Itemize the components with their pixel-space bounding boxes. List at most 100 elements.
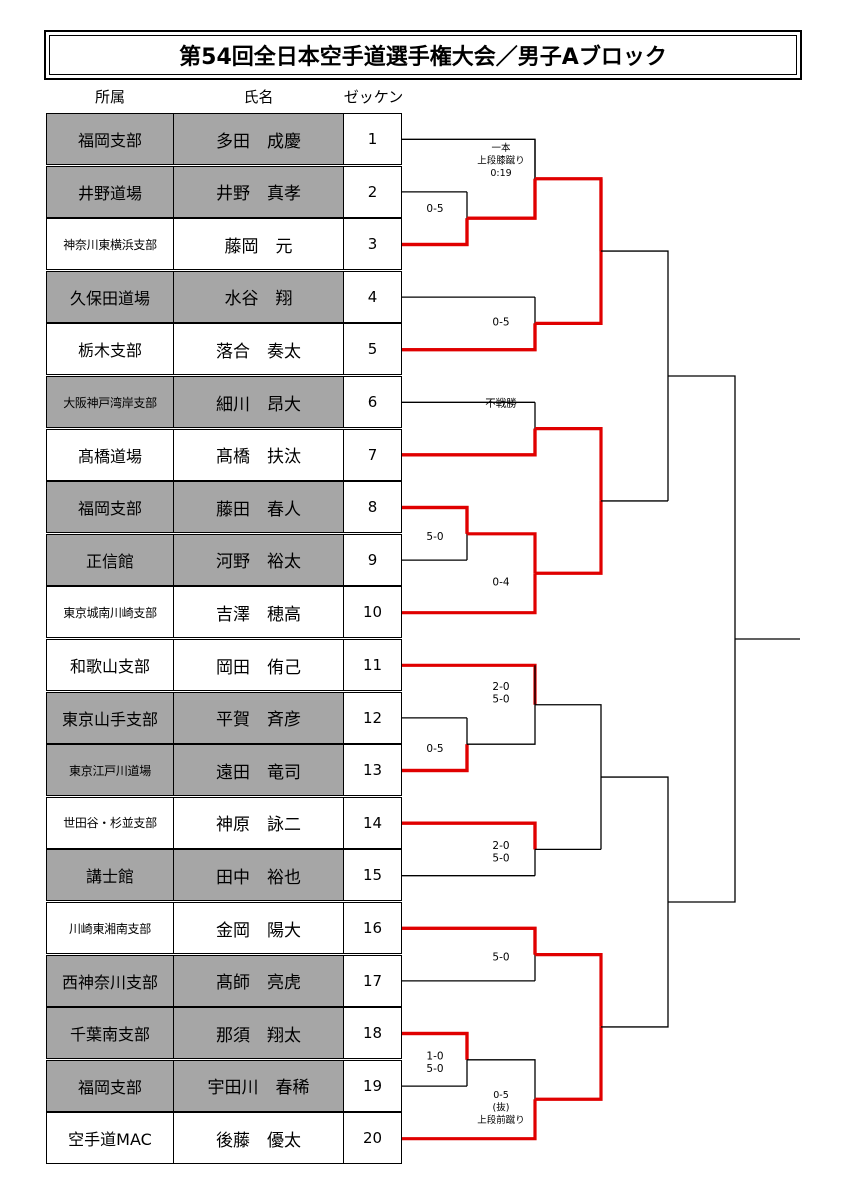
match-result-label: 5-0 xyxy=(492,694,509,706)
bib-cell: 19 xyxy=(343,1059,402,1112)
bib-cell: 2 xyxy=(343,165,402,218)
bib-cell: 10 xyxy=(343,586,402,639)
match-result-label: 5-0 xyxy=(426,531,443,543)
match-2-3-bottom xyxy=(402,218,469,247)
bib-cell: 4 xyxy=(343,270,402,323)
match-result-label: 2-0 xyxy=(492,681,509,693)
name-cell: 遠田 竜司 xyxy=(173,744,344,797)
header-name: 氏名 xyxy=(243,88,274,106)
affiliation-cell: 久保田道場 xyxy=(46,270,174,323)
match-result-label: 1-0 xyxy=(426,1051,443,1063)
match-q1-top xyxy=(535,177,603,252)
match-16-17-win xyxy=(402,926,537,955)
title-frame: 第54回全日本空手道選手権大会／男子Aブロック xyxy=(44,30,802,80)
name-cell: 平賀 斉彦 xyxy=(173,691,344,744)
match-2-3-win xyxy=(402,218,469,247)
bib-cell: 7 xyxy=(343,428,402,481)
match-result-label: 不戦勝 xyxy=(485,397,517,410)
match-q2-bottom xyxy=(535,500,603,575)
header-affiliation: 所属 xyxy=(94,88,125,106)
bib-cell: 9 xyxy=(343,533,402,586)
page-title: 第54回全日本空手道選手権大会／男子Aブロック xyxy=(49,35,797,75)
affiliation-cell: 井野道場 xyxy=(46,165,174,218)
bib-cell: 16 xyxy=(343,902,402,954)
match-1-win xyxy=(467,178,537,220)
bib-cell: 3 xyxy=(343,218,402,271)
match-10-top xyxy=(467,532,537,574)
name-cell: 井野 真孝 xyxy=(173,165,344,218)
name-cell: 河野 裕太 xyxy=(173,533,344,586)
match-q4-top xyxy=(535,952,603,1027)
match-4-5-bottom xyxy=(402,323,537,352)
match-q3-bracket xyxy=(535,704,602,850)
match-result-label: 0-5 xyxy=(492,316,509,328)
name-cell: 宇田川 春稀 xyxy=(173,1059,344,1112)
match-result-label: 2-0 xyxy=(492,840,509,852)
match-11-bottom xyxy=(467,665,536,745)
match-18-19-win xyxy=(402,1031,469,1060)
bib-cell: 12 xyxy=(343,691,402,744)
match-12-13-win xyxy=(402,744,469,773)
final-bracket xyxy=(668,375,736,903)
match-result-label: 一本 xyxy=(491,142,511,154)
match-6-7-win xyxy=(402,428,537,457)
match-4-5-win xyxy=(402,323,537,352)
match-1-bottom xyxy=(467,178,537,220)
match-q2-top xyxy=(535,427,603,501)
affiliation-cell: 福岡支部 xyxy=(46,481,174,534)
affiliation-cell: 東京山手支部 xyxy=(46,691,174,744)
name-cell: 多田 成慶 xyxy=(173,113,344,165)
affiliation-cell: 福岡支部 xyxy=(46,113,174,165)
bib-cell: 13 xyxy=(343,744,402,797)
match-result-label: 5-0 xyxy=(492,853,509,865)
bib-cell: 11 xyxy=(343,639,402,691)
affiliation-cell: 東京江戸川道場 xyxy=(46,744,174,797)
bib-cell: 1 xyxy=(343,113,402,165)
match-16-17-top xyxy=(402,926,537,955)
match-q4-bottom xyxy=(535,1026,603,1101)
name-cell: 藤田 春人 xyxy=(173,481,344,534)
match-result-label: 0-4 xyxy=(492,576,509,588)
bib-cell: 8 xyxy=(343,481,402,534)
bib-cell: 15 xyxy=(343,849,402,902)
bib-cell: 6 xyxy=(343,376,402,428)
affiliation-cell: 西神奈川支部 xyxy=(46,954,174,1007)
match-14-15-win xyxy=(402,821,537,850)
match-result-label: 0-5 xyxy=(493,1090,509,1101)
match-result-label: 0-5 xyxy=(426,743,443,755)
match-result-label: (抜) xyxy=(493,1102,510,1114)
match-result-label: 5-0 xyxy=(426,1063,443,1075)
bib-cell: 20 xyxy=(343,1112,402,1165)
match-result-label: 0-5 xyxy=(426,203,443,215)
match-6-7-bottom xyxy=(402,428,537,457)
affiliation-cell: 福岡支部 xyxy=(46,1059,174,1112)
bib-cell: 18 xyxy=(343,1007,402,1060)
match-20-bottom xyxy=(402,1099,537,1141)
header-bib: ゼッケン xyxy=(343,88,404,106)
affiliation-cell: 大阪神戸湾岸支部 xyxy=(46,376,174,428)
bib-cell: 5 xyxy=(343,323,402,376)
match-result-label: 5-0 xyxy=(492,952,509,964)
match-result-label: 上段膝蹴り xyxy=(477,154,525,166)
match-11-top xyxy=(402,663,537,705)
affiliation-cell: 千葉南支部 xyxy=(46,1007,174,1060)
